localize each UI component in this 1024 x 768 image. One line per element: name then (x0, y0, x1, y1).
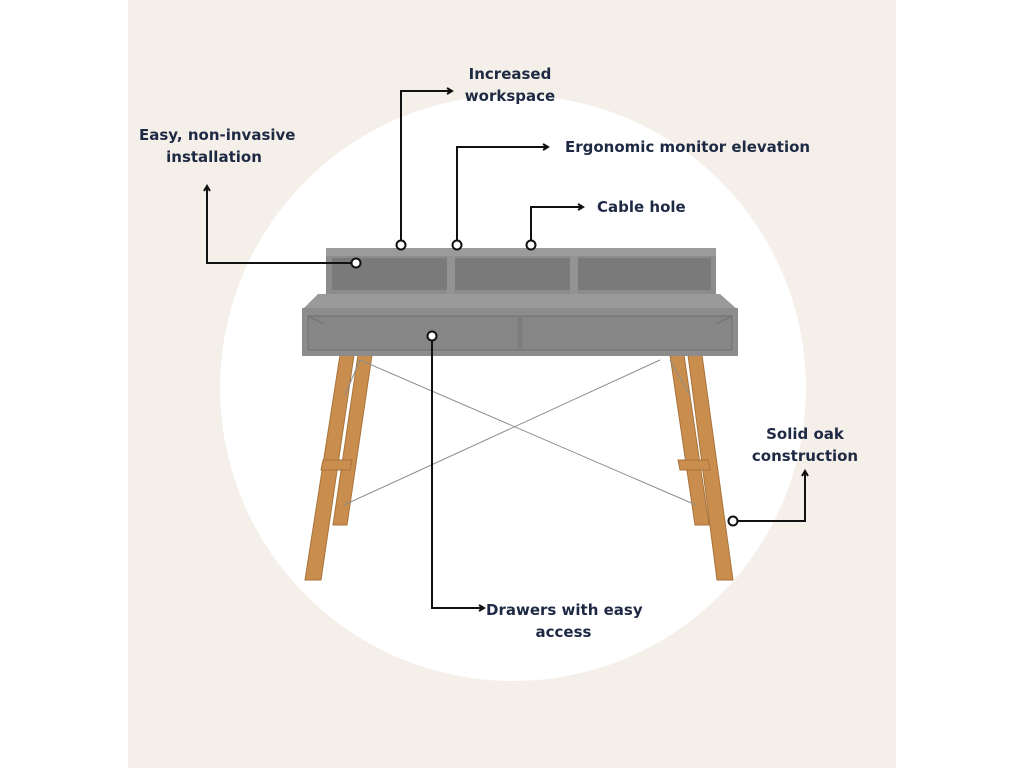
callout-line-drawers (431, 336, 486, 612)
callout-dots (350, 239, 739, 527)
dot-drawers (426, 330, 438, 342)
dot-installation (350, 257, 362, 269)
callout-installation: Easy, non-invasive installation (139, 124, 296, 168)
highlight-circle (220, 95, 806, 681)
callout-line-installation (203, 184, 356, 264)
callout-installation-line2: installation (166, 148, 262, 166)
callout-workspace-line2: workspace (464, 87, 556, 105)
cross-wires (343, 359, 697, 506)
callout-installation-line1: Easy, non-invasive (139, 126, 296, 144)
oak-legs (304, 354, 734, 581)
callout-line-workspace (400, 87, 454, 245)
callout-oak-line2: construction (751, 447, 859, 465)
callout-drawers: Drawers with easy access (486, 599, 643, 643)
callout-oak: Solid oak construction (750, 423, 860, 467)
callout-lines (203, 87, 809, 612)
callout-line-oak (733, 469, 809, 522)
callout-drawers-line1: Drawers with easy (486, 601, 643, 619)
dot-monitor (451, 239, 463, 251)
desk-hutch (326, 248, 716, 300)
callout-oak-line1: Solid oak (766, 425, 844, 443)
callout-line-monitor (456, 143, 550, 245)
callout-monitor: Ergonomic monitor elevation (565, 136, 810, 158)
callout-cable: Cable hole (597, 196, 686, 218)
callout-line-cable (530, 203, 585, 245)
dot-cable (525, 239, 537, 251)
dot-workspace (395, 239, 407, 251)
callout-drawers-line2: access (535, 623, 592, 641)
callout-workspace: Increased workspace (455, 63, 565, 107)
callout-cable-text: Cable hole (597, 198, 686, 216)
dot-oak (727, 515, 739, 527)
drawers (307, 315, 733, 351)
callout-monitor-text: Ergonomic monitor elevation (565, 138, 811, 156)
callout-workspace-line1: Increased (468, 65, 552, 83)
